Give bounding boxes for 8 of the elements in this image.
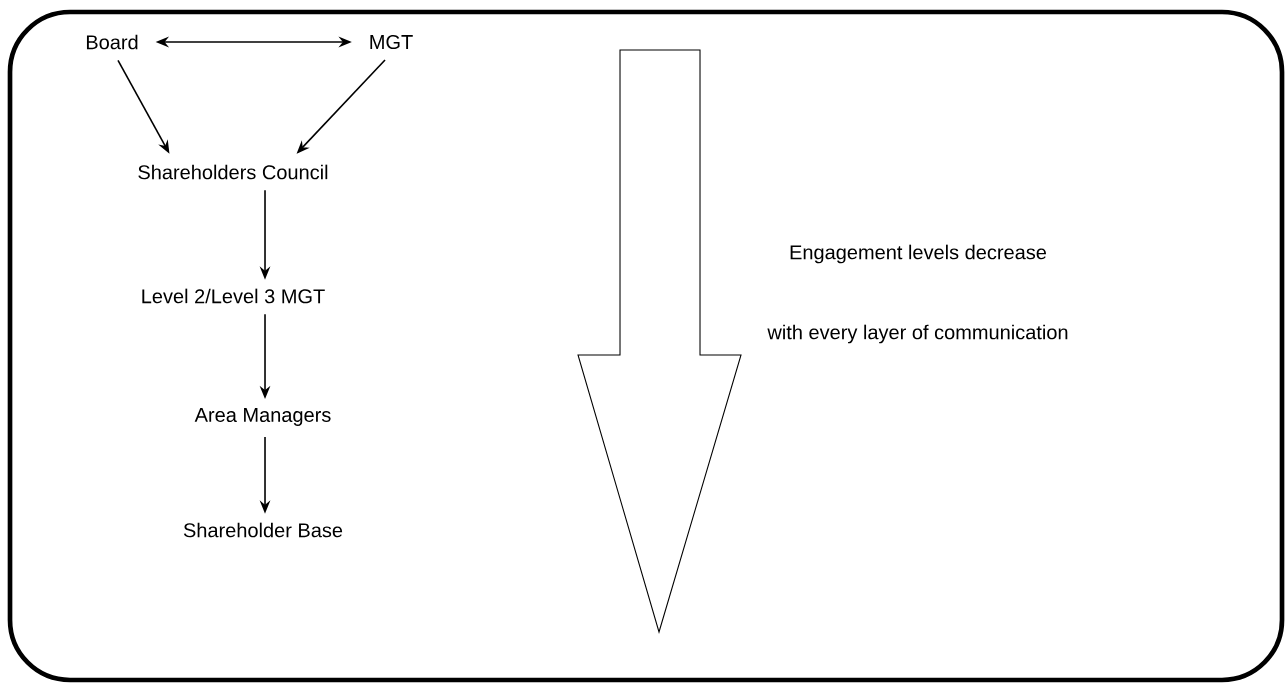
node-label: Area Managers [194, 408, 331, 426]
node-label: MGT [370, 34, 413, 50]
node-label: Shareholder Base [183, 522, 343, 538]
note-text: Engagement levels decrease [790, 244, 1046, 264]
node-label: Shareholders Council [138, 164, 328, 180]
node-label: Level 2/Level 3 MGT [142, 288, 325, 304]
note-text: with every layer of communication [767, 324, 1068, 344]
node-label: Board [86, 34, 138, 50]
